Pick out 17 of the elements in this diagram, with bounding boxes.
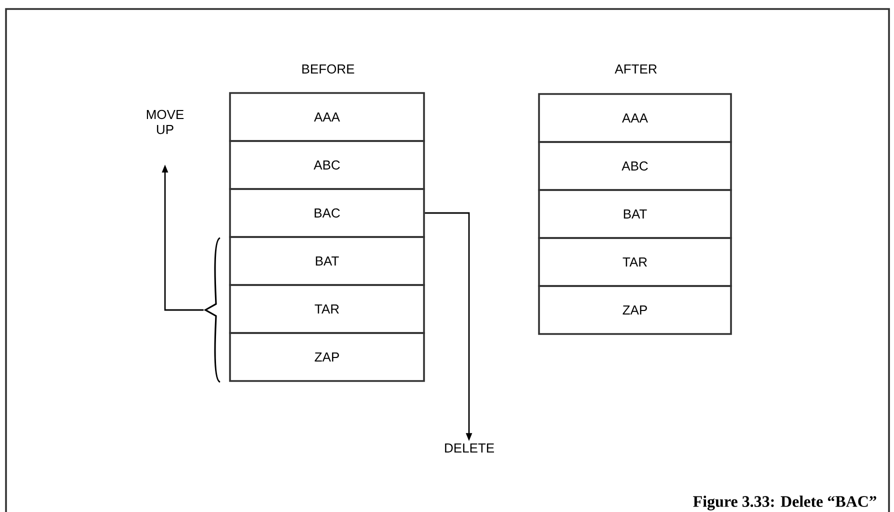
figure-caption: Figure 3.33: Delete “BAC” (693, 496, 876, 510)
list-cell: BAT (229, 236, 425, 286)
column-heading: AFTER (614, 64, 657, 74)
list-cell: BAC (229, 188, 425, 238)
list-cell: ZAP (538, 285, 732, 335)
list-cell: AAA (538, 93, 732, 143)
list-cell: ZAP (229, 332, 425, 382)
list-cell: ABC (538, 141, 732, 191)
list-cell: BAT (538, 189, 732, 239)
column-heading: BEFORE (302, 64, 354, 74)
curly-brace (204, 237, 221, 383)
list-cell: AAA (229, 92, 425, 142)
list-cell: TAR (538, 237, 732, 287)
text-label: DELETE (445, 444, 494, 452)
list-cell: TAR (229, 284, 425, 334)
text-label: MOVE UP (146, 110, 184, 134)
list-cell: ABC (229, 140, 425, 190)
